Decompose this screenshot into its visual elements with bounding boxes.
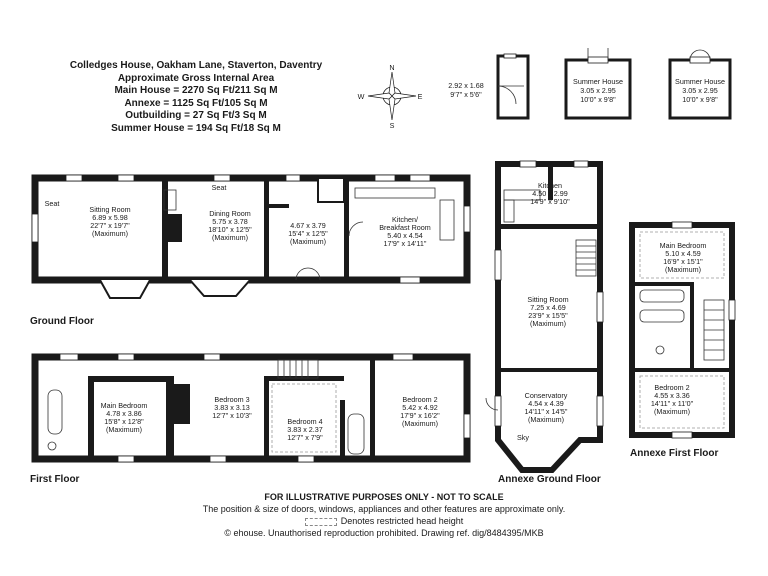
disclaimer-heading: FOR ILLUSTRATIVE PURPOSES ONLY - NOT TO … xyxy=(264,492,504,502)
outbuilding-plan: 2.92 x 1.68 9'7" x 5'6" xyxy=(448,53,530,120)
ground-dining-imperial: 18'10" x 12'5" xyxy=(208,225,252,234)
ground-seat-2: Seat xyxy=(212,183,227,192)
annexe-bed2-imperial: 14'11" x 11'0" xyxy=(651,399,694,408)
ground-dining-note: (Maximum) xyxy=(212,233,248,242)
annexe-first-floor-label: Annexe First Floor xyxy=(630,448,719,459)
disclaimer-text: The position & size of doors, windows, a… xyxy=(202,504,566,514)
annexe-main-bed-note: (Maximum) xyxy=(665,265,701,274)
ground-dining-name: Dining Room xyxy=(209,209,251,218)
first-bed2-name: Bedroom 2 xyxy=(402,395,437,404)
restricted-height-swatch-icon xyxy=(304,517,337,526)
annexe-sky-label: Sky xyxy=(517,433,529,442)
ground-sitting-dims: 6.89 x 5.98 xyxy=(92,213,128,222)
annexe-sitting-dims: 7.25 x 4.69 xyxy=(530,303,566,312)
first-floor-plan: Main Bedroom 4.78 x 3.86 15'8" x 12'8" (… xyxy=(31,353,471,463)
area-subtitle: Approximate Gross Internal Area xyxy=(117,72,275,84)
ground-floor-label: Ground Floor xyxy=(30,316,94,327)
ground-hall-dims: 4.67 x 3.79 xyxy=(290,221,326,230)
summer-house-2-name: Summer House xyxy=(675,77,725,86)
first-bed4-dims: 3.83 x 2.37 xyxy=(287,425,323,434)
restricted-height-text: Denotes restricted head height xyxy=(340,516,464,526)
annexe-main-bed-name: Main Bedroom xyxy=(660,241,707,250)
first-bed2-note: (Maximum) xyxy=(402,419,438,428)
annexe-conservatory-name: Conservatory xyxy=(525,391,568,400)
annexe-sitting-name: Sitting Room xyxy=(527,295,568,304)
first-bed2-imperial: 17'9" x 16'2" xyxy=(400,411,440,420)
ground-dining-dims: 5.75 x 3.78 xyxy=(212,217,248,226)
annexe-sitting-note: (Maximum) xyxy=(530,319,566,328)
compass-w: W xyxy=(358,92,365,101)
restricted-height-legend: Denotes restricted head height xyxy=(0,515,768,527)
annexe-conservatory-note: (Maximum) xyxy=(528,415,564,424)
ground-floor-plan: Seat Sitting Room 6.89 x 5.98 22'7" x 19… xyxy=(31,174,471,299)
area-summer-house: Summer House = 194 Sq Ft/18 Sq M xyxy=(111,122,281,134)
area-summary: Colledges House, Oakham Lane, Staverton,… xyxy=(20,60,372,135)
compass-e: E xyxy=(418,92,423,101)
ground-kitchen-dims: 5.40 x 4.54 xyxy=(387,231,423,240)
first-bed4-name: Bedroom 4 xyxy=(287,417,322,426)
first-main-bed-imperial: 15'8" x 12'8" xyxy=(104,417,144,426)
property-title: Colledges House, Oakham Lane, Staverton,… xyxy=(69,60,323,71)
outbuilding-dims: 2.92 x 1.68 xyxy=(448,81,484,90)
ground-hall-note: (Maximum) xyxy=(290,237,326,246)
annexe-conservatory-imperial: 14'11" x 14'5" xyxy=(525,407,568,416)
annexe-kitchen-name: Kitchen xyxy=(538,181,562,190)
first-main-bed-dims: 4.78 x 3.86 xyxy=(106,409,142,418)
summer-house-1-plan: Summer House 3.05 x 2.95 10'0" x 9'8" xyxy=(564,48,632,120)
summer-house-2-plan: Summer House 3.05 x 2.95 10'0" x 9'8" xyxy=(668,49,732,120)
ground-sitting-note: (Maximum) xyxy=(92,229,128,238)
first-bed3-name: Bedroom 3 xyxy=(214,395,249,404)
outbuilding-imperial: 9'7" x 5'6" xyxy=(450,90,482,99)
annexe-sitting-imperial: 23'9" x 15'5" xyxy=(528,311,568,320)
area-outbuilding: Outbuilding = 27 Sq Ft/3 Sq M xyxy=(125,110,267,121)
summer-house-2-imperial: 10'0" x 9'8" xyxy=(682,95,718,104)
annexe-kitchen-dims: 4.50 x 2.99 xyxy=(532,189,568,198)
ground-kitchen-name-2: Breakfast Room xyxy=(379,223,431,232)
annexe-conservatory-dims: 4.54 x 4.39 xyxy=(528,399,564,408)
compass-n: N xyxy=(389,63,394,72)
annexe-bed2-name: Bedroom 2 xyxy=(654,383,689,392)
area-annexe: Annexe = 1125 Sq Ft/105 Sq M xyxy=(124,97,268,109)
first-bed3-dims: 3.83 x 3.13 xyxy=(214,403,250,412)
first-bed3-imperial: 12'7" x 10'3" xyxy=(212,411,252,420)
compass-s: S xyxy=(390,121,395,130)
annexe-kitchen-imperial: 14'9" x 9'10" xyxy=(530,197,570,206)
annexe-main-bed-dims: 5.10 x 4.59 xyxy=(665,249,701,258)
annexe-bed2-note: (Maximum) xyxy=(654,407,690,416)
annexe-main-bed-imperial: 16'9" x 15'1" xyxy=(663,257,703,266)
annexe-ground-floor-plan: Kitchen 4.50 x 2.99 14'9" x 9'10" Sittin… xyxy=(485,160,604,473)
first-bed2-dims: 5.42 x 4.92 xyxy=(402,403,438,412)
first-main-bed-note: (Maximum) xyxy=(106,425,142,434)
ground-sitting-name: Sitting Room xyxy=(89,205,130,214)
ground-sitting-imperial: 22'7" x 19'7" xyxy=(90,221,130,230)
ground-kitchen-imperial: 17'9" x 14'11" xyxy=(384,239,427,248)
first-floor-label: First Floor xyxy=(30,474,80,485)
summer-house-1-imperial: 10'0" x 9'8" xyxy=(580,95,616,104)
compass-rose-icon: N S E W xyxy=(358,63,423,130)
ground-seat-1: Seat xyxy=(45,199,60,208)
annexe-ground-floor-label: Annexe Ground Floor xyxy=(498,474,601,485)
summer-house-1-dims: 3.05 x 2.95 xyxy=(580,86,616,95)
area-main-house: Main House = 2270 Sq Ft/211 Sq M xyxy=(114,85,278,96)
annexe-first-floor-plan: Main Bedroom 5.10 x 4.59 16'9" x 15'1" (… xyxy=(629,221,736,439)
copyright-text: © ehouse. Unauthorised reproduction proh… xyxy=(224,528,544,538)
ground-hall-imperial: 15'4" x 12'5" xyxy=(288,229,328,238)
annexe-bed2-dims: 4.55 x 3.36 xyxy=(654,391,690,400)
footer: FOR ILLUSTRATIVE PURPOSES ONLY - NOT TO … xyxy=(0,491,768,539)
first-bed4-imperial: 12'7" x 7'9" xyxy=(287,433,323,442)
summer-house-1-name: Summer House xyxy=(573,77,623,86)
first-main-bed-name: Main Bedroom xyxy=(101,401,148,410)
summer-house-2-dims: 3.05 x 2.95 xyxy=(682,86,718,95)
ground-kitchen-name: Kitchen/ xyxy=(392,215,418,224)
